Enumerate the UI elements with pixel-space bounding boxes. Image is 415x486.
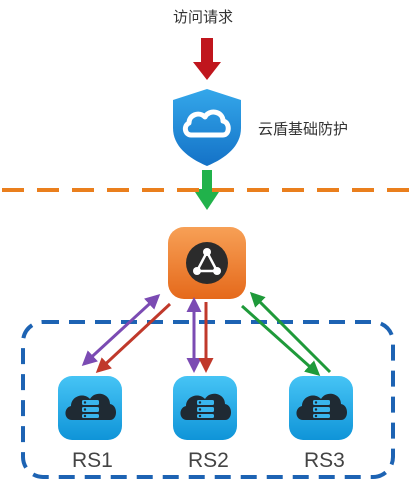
- server-rs2-icon: [173, 376, 237, 440]
- rs1-request-arrow: [81, 293, 161, 367]
- shield-icon: [173, 89, 241, 166]
- shield-label: 云盾基础防护: [258, 120, 349, 138]
- server-rs3-icon: [289, 376, 353, 440]
- request-label: 访问请求: [173, 8, 234, 26]
- cloud-icon: [182, 109, 231, 138]
- rs3-request-arrow: [249, 291, 332, 374]
- request-arrow: [193, 38, 221, 80]
- server-rs1-label: RS1: [72, 449, 113, 472]
- server-rs2-label: RS2: [188, 449, 229, 472]
- backend-group-box: [21, 320, 395, 479]
- load-balancer-icon: [168, 227, 246, 299]
- server-rs3-label: RS3: [304, 449, 345, 472]
- pass-arrow: [193, 170, 221, 210]
- rs3-response-arrow: [240, 304, 321, 377]
- rs1-response-arrow: [95, 302, 172, 374]
- server-rs1-icon: [58, 376, 122, 440]
